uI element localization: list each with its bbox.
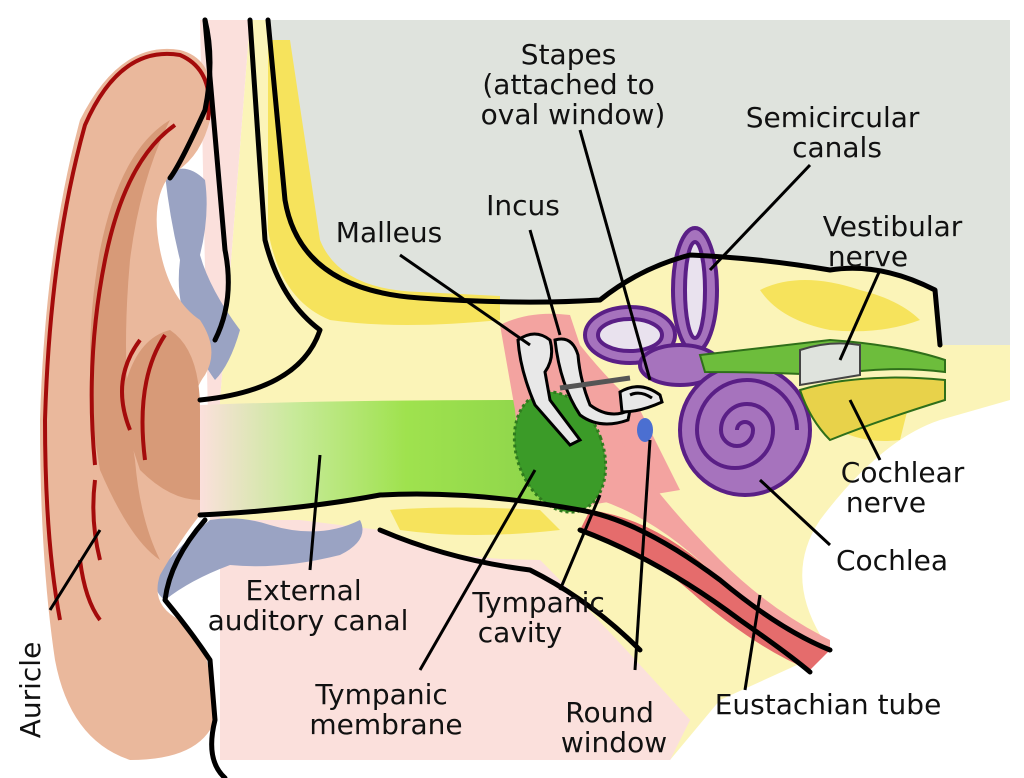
cochlea [678,363,812,497]
skull-region [268,20,1010,345]
bone-accent-right [760,280,920,332]
label-round-window: Round window [561,696,667,759]
malleus [516,332,583,447]
cochlear-nerve [798,376,946,442]
label-cochlea: Cochlea [836,544,948,577]
outline-auricle-edge [167,17,213,181]
label-malleus: Malleus [336,216,442,249]
label-cochlear-nerve: Cochlear nerve [841,456,973,519]
soft-tissue-lower [380,530,690,760]
tympanic-membrane [512,390,608,514]
auricle-edge [42,51,212,622]
outline-canal-top [197,17,323,403]
auricle-concha [120,330,200,500]
nerve-sheath [799,342,861,387]
stapes [618,385,664,414]
outline-auricle-lower [162,517,228,778]
label-stapes: Stapes (attached to oval window) [481,38,666,131]
outline-skull-left [202,17,231,343]
outline-cochlea-lower [577,527,813,675]
soft-tissue [200,20,690,760]
label-vestibular-nerve: Vestibular nerve [823,210,971,273]
leader-lines [48,129,882,691]
label-external-auditory-canal: External auditory canal [208,574,409,637]
bone-accent-lower [390,507,560,535]
label-tympanic-cavity: Tympanic cavity [471,586,613,649]
outline-mastoid [377,527,643,653]
label-incus: Incus [486,189,560,222]
bone-accent-upper [268,40,500,325]
stapes-rod [559,375,631,391]
eustachian-tube-light [600,440,830,650]
outline-canal-bottom [197,491,833,653]
label-auricle: Auricle [14,642,47,739]
outline-bone-upper [265,17,943,348]
external-auditory-canal [200,400,575,515]
incus [553,337,633,426]
auricle-helix-inner [90,120,170,560]
label-eustachian-tube: Eustachian tube [715,688,942,721]
cartilage-lower [156,518,363,600]
label-tympanic-membrane: Tympanic membrane [309,678,462,741]
label-semicircular-canals: Semicircular canals [746,101,929,164]
round-window-shape [637,418,653,442]
